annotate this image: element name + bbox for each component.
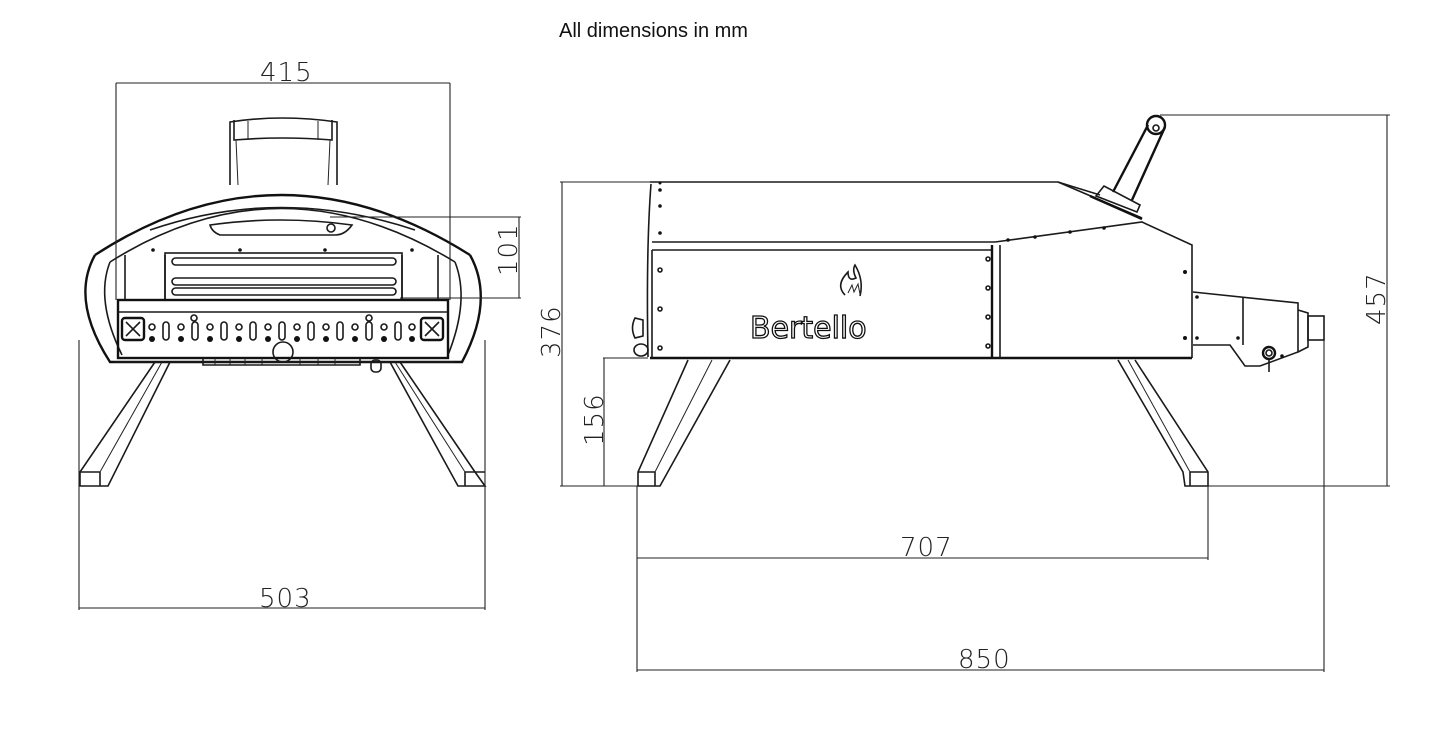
- front-knob: [272, 341, 294, 363]
- dim-415: 415: [260, 58, 313, 88]
- front-view: 415 101 503: [78, 58, 524, 614]
- panel-x-right: [419, 316, 445, 342]
- vent-pattern: [148, 314, 416, 342]
- front-dimensions: 415 101 503: [78, 58, 524, 614]
- dim-156: 156: [580, 393, 610, 446]
- front-handle: [229, 117, 338, 186]
- side-knob: [631, 317, 649, 357]
- side-view: Bertello 376 156: [537, 114, 1392, 675]
- side-legs: [637, 359, 1209, 487]
- side-dimensions: 376 156 457 707 850: [537, 114, 1392, 675]
- brand-logo: Bertello: [749, 263, 867, 347]
- dim-707: 707: [900, 533, 953, 563]
- side-body: Bertello: [631, 114, 1325, 372]
- dim-376: 376: [537, 305, 567, 358]
- brand-text: Bertello: [750, 311, 867, 346]
- dim-503: 503: [259, 584, 312, 614]
- gas-inlet: [1192, 291, 1325, 372]
- front-dome: [84, 193, 482, 373]
- front-legs: [79, 361, 487, 487]
- panel-x-left: [120, 316, 146, 342]
- chimney: [1089, 114, 1167, 221]
- drawing-title: All dimensions in mm: [559, 20, 748, 42]
- dim-457: 457: [1362, 272, 1392, 325]
- flame-icon: [839, 263, 862, 297]
- dim-101: 101: [494, 223, 524, 276]
- dim-850: 850: [958, 645, 1011, 675]
